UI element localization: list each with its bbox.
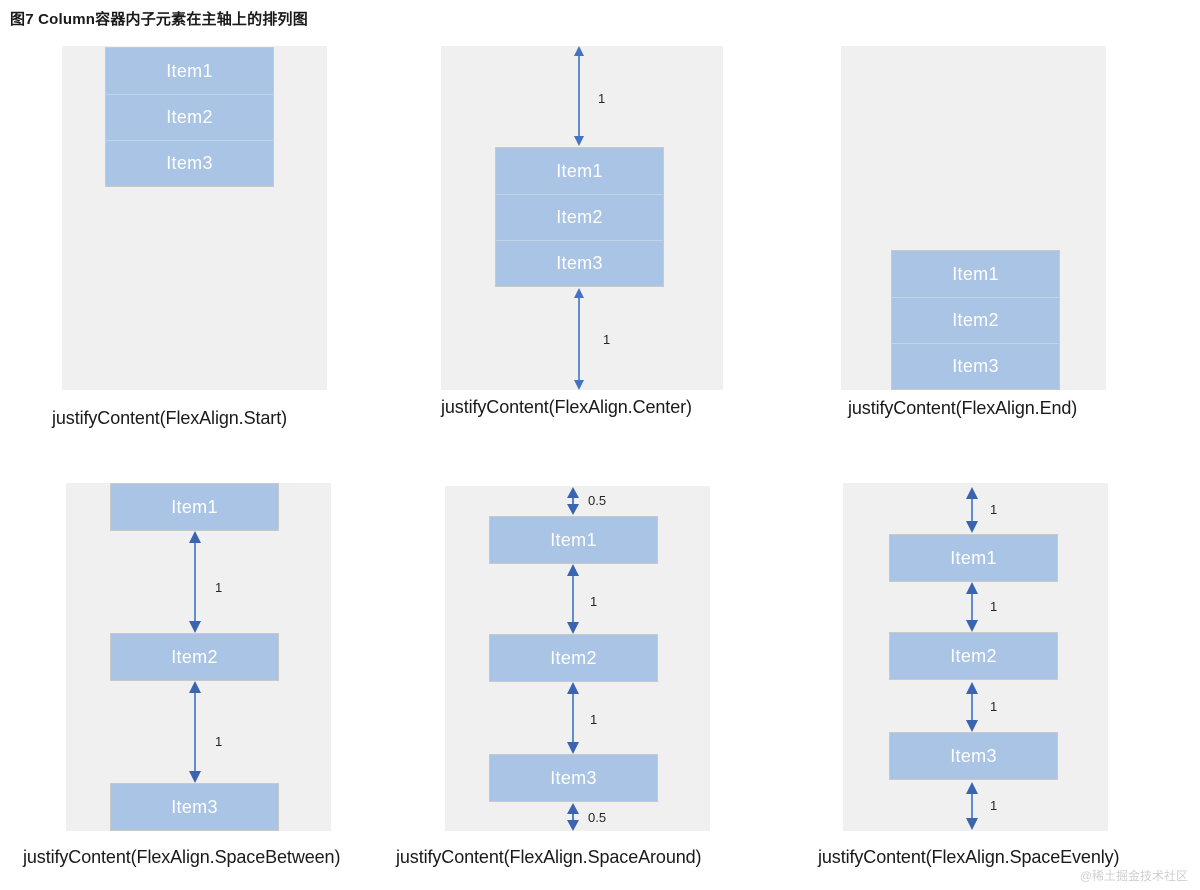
item-stack-end: Item1 Item2 Item3 [891,250,1060,390]
item-block: Item3 [106,140,273,186]
gap-arrow-between-2-3-space-between [187,681,203,783]
item-stack-start: Item1 Item2 Item3 [105,47,274,187]
item-block: Item1 [889,534,1058,582]
item-block: Item3 [892,343,1059,389]
caption-flex-align-end: justifyContent(FlexAlign.End) [848,398,1078,418]
gap-label-between-1-2-space-between: 1 [215,580,223,595]
item-stack-space-evenly: Item1 Item2 Item3 [889,534,1058,782]
gap-arrow-bottom-space-around [565,803,581,831]
gap-label-between-2-3-space-around: 1 [590,712,598,727]
item-block: Item1 [110,483,279,531]
item-block: Item3 [489,754,658,802]
caption-flex-align-center: justifyContent(FlexAlign.Center) [441,397,692,417]
gap-arrow-between-2-3-space-around [565,682,581,754]
item-label: Item2 [171,646,218,667]
item-block: Item2 [889,632,1058,680]
item-block: Item1 [892,251,1059,297]
figure-title: 图7 Column容器内子元素在主轴上的排列图 [10,11,308,28]
item-stack-center: Item1 Item2 Item3 [495,147,664,287]
item-label: Item3 [171,796,218,817]
item-label: Item3 [556,253,603,273]
item-label: Item1 [950,547,997,568]
item-stack-space-between: Item1 Item2 Item3 [110,483,279,831]
caption-flex-align-space-around: justifyContent(FlexAlign.SpaceAround) [396,847,702,867]
item-label: Item1 [952,263,999,284]
item-label: Item2 [950,645,997,666]
gap-arrow-top-center [571,46,587,146]
gap-label-between-2-3-space-evenly: 1 [990,699,998,714]
item-block: Item3 [496,240,663,286]
gap-label-bottom-space-around: 0.5 [588,810,607,825]
item-label: Item1 [556,160,603,181]
item-label: Item3 [550,767,597,788]
gap-arrow-bottom-center [571,288,587,390]
gap-label-bottom-center: 1 [603,332,611,347]
item-label: Item1 [171,496,218,517]
gap-label-between-1-2-space-around: 1 [590,594,598,609]
item-label: Item2 [556,207,603,227]
gap-label-between-2-3-space-between: 1 [215,734,223,749]
item-label: Item2 [952,310,999,330]
item-block: Item2 [489,634,658,682]
gap-label-top-space-evenly: 1 [990,502,998,517]
item-label: Item3 [166,153,213,173]
item-stack-space-around: Item1 Item2 Item3 [489,516,658,802]
gap-label-top-space-around: 0.5 [588,493,607,508]
item-label: Item1 [166,60,213,81]
watermark: @稀土掘金技术社区 [1079,869,1188,883]
item-block: Item2 [496,194,663,240]
gap-arrow-between-1-2-space-evenly [964,582,980,632]
item-label: Item1 [550,529,597,550]
caption-flex-align-space-between: justifyContent(FlexAlign.SpaceBetween) [23,847,341,867]
item-block: Item1 [496,148,663,194]
item-block: Item2 [106,94,273,140]
gap-label-between-1-2-space-evenly: 1 [990,599,998,614]
gap-arrow-between-1-2-space-between [187,531,203,633]
gap-arrow-top-space-around [565,487,581,515]
item-block: Item2 [892,297,1059,343]
caption-flex-align-space-evenly: justifyContent(FlexAlign.SpaceEvenly) [818,847,1120,867]
item-label: Item2 [166,107,213,127]
caption-flex-align-start: justifyContent(FlexAlign.Start) [52,408,287,428]
item-block: Item3 [889,732,1058,780]
item-block: Item2 [110,633,279,681]
item-label: Item3 [952,356,999,376]
item-label: Item2 [550,647,597,668]
gap-arrow-top-space-evenly [964,487,980,533]
gap-label-top-center: 1 [598,91,606,106]
item-block: Item1 [106,48,273,94]
item-block: Item1 [489,516,658,564]
gap-arrow-between-2-3-space-evenly [964,682,980,732]
gap-label-bottom-space-evenly: 1 [990,798,998,813]
item-label: Item3 [950,745,997,766]
item-block: Item3 [110,783,279,831]
gap-arrow-bottom-space-evenly [964,782,980,830]
gap-arrow-between-1-2-space-around [565,564,581,634]
